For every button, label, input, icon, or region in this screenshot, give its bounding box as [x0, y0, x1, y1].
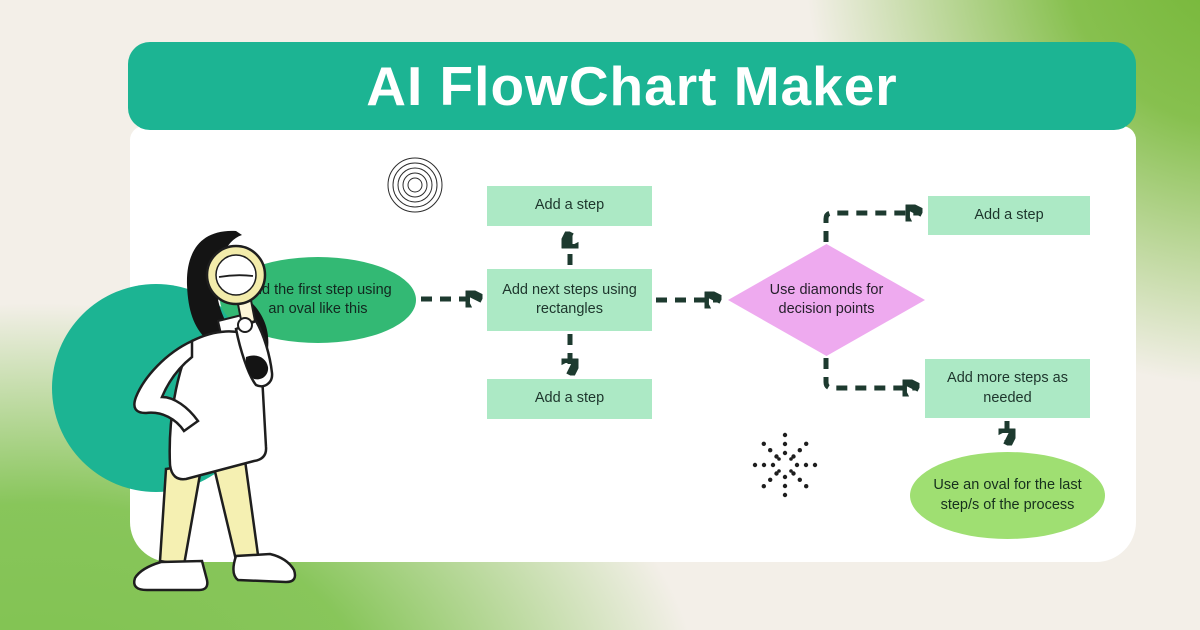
- page-title: AI FlowChart Maker: [366, 55, 898, 117]
- node-step-bottom: Add a step: [487, 379, 652, 419]
- node-more-steps: Add more steps as needed: [925, 359, 1090, 418]
- dot-starburst-icon: [752, 432, 818, 498]
- node-label: Add a step: [534, 390, 605, 407]
- node-label: Use an oval for the last step/s of the p…: [933, 477, 1082, 513]
- node-label: Add a step: [534, 197, 605, 214]
- node-label: Add more steps as needed: [947, 370, 1068, 406]
- woman-with-magnifying-glass-illustration: [133, 230, 297, 592]
- concentric-circles-icon: [387, 157, 443, 213]
- node-next-steps: Add next steps using rectangles: [487, 269, 652, 331]
- node-label: Use diamonds for decision points: [769, 281, 884, 317]
- node-label: Add the first step using an oval like th…: [244, 281, 392, 317]
- node-label: Add a step: [974, 206, 1044, 223]
- node-step-top: Add a step: [487, 186, 652, 226]
- node-step-right-top: Add a step: [928, 196, 1090, 235]
- header-banner: AI FlowChart Maker: [128, 42, 1136, 130]
- node-label: Add next steps using rectangles: [502, 281, 637, 317]
- node-end-oval: Use an oval for the last step/s of the p…: [910, 452, 1105, 539]
